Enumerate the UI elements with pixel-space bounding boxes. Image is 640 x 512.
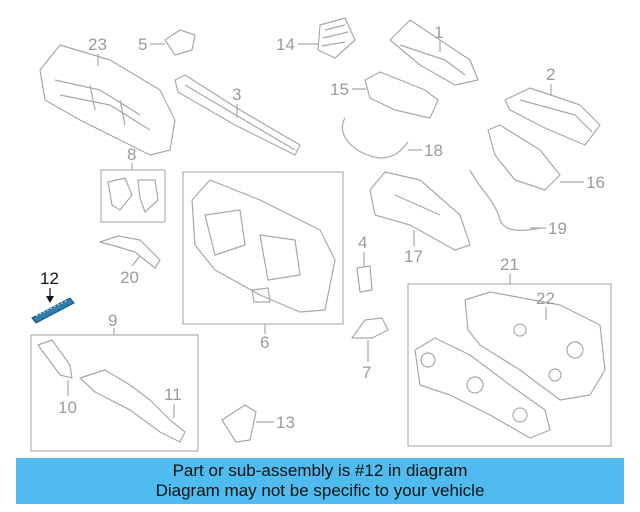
- part-4: [356, 265, 373, 293]
- callout-15[interactable]: 15: [330, 80, 349, 99]
- callout-13[interactable]: 13: [276, 413, 295, 432]
- callout-21[interactable]: 21: [500, 255, 519, 274]
- callout-5[interactable]: 5: [138, 35, 147, 54]
- part-17: [369, 171, 471, 251]
- part-6: [191, 179, 336, 313]
- callout-1[interactable]: 1: [434, 23, 443, 42]
- callout-16[interactable]: 16: [586, 173, 605, 192]
- box-6: [182, 171, 344, 325]
- info-banner: Part or sub-assembly is #12 in diagram D…: [16, 458, 624, 504]
- part-5: [164, 29, 196, 56]
- callout-11[interactable]: 11: [164, 385, 182, 404]
- part-21: [414, 291, 606, 439]
- callout-8[interactable]: 8: [127, 145, 136, 164]
- box-8: [100, 169, 166, 223]
- part-3: [174, 74, 301, 156]
- part-15: [364, 71, 439, 119]
- part-2: [504, 87, 601, 146]
- callout-18[interactable]: 18: [424, 141, 443, 160]
- callout-2[interactable]: 2: [546, 65, 555, 84]
- callout-9[interactable]: 9: [108, 311, 117, 330]
- callout-17[interactable]: 17: [404, 247, 423, 266]
- callout-19[interactable]: 19: [548, 219, 567, 238]
- part-14: [317, 17, 356, 59]
- callout-12[interactable]: 12: [40, 269, 59, 288]
- callout-23[interactable]: 23: [88, 35, 107, 54]
- part-23: [39, 44, 176, 156]
- callout-10[interactable]: 10: [58, 398, 77, 417]
- callout-22[interactable]: 22: [536, 289, 555, 308]
- part-20: [99, 235, 161, 269]
- part-7: [351, 317, 389, 339]
- part-8: [107, 177, 159, 213]
- banner-line-2: Diagram may not be specific to your vehi…: [155, 481, 485, 500]
- callout-4[interactable]: 4: [358, 233, 367, 252]
- callout-6[interactable]: 6: [260, 333, 269, 352]
- part-19: [469, 169, 541, 231]
- part-16: [487, 124, 561, 191]
- banner-line-1: Part or sub-assembly is #12 in diagram: [172, 461, 468, 480]
- callout-7[interactable]: 7: [362, 363, 371, 382]
- callout-20[interactable]: 20: [120, 268, 139, 287]
- part-9: [37, 339, 186, 443]
- part-12: [31, 297, 75, 324]
- callout-14[interactable]: 14: [276, 35, 295, 54]
- callout-3[interactable]: 3: [232, 85, 241, 104]
- box-21: [407, 283, 612, 447]
- part-1: [389, 19, 479, 86]
- part-18: [341, 117, 409, 159]
- part-13: [221, 404, 257, 443]
